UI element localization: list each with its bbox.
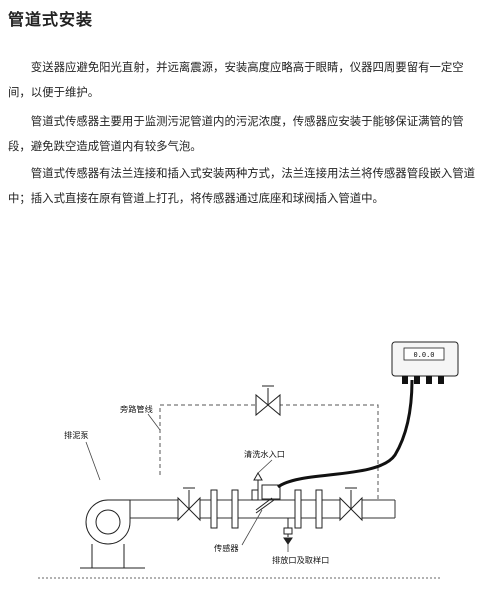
installation-diagram: 0.0.0 旁路管线 排泥泵 清洗水入口 传感器 排放口及取样口: [38, 341, 459, 579]
drain-port-icon: [283, 518, 293, 545]
paragraph-transmitter-placement: 变送器应避免阳光直射，并远离震源，安装高度应略高于眼睛，仪器四周要留有一定空间，…: [8, 60, 464, 99]
pump-icon: [80, 499, 145, 569]
label-bypass: 旁路管线: [120, 404, 153, 414]
cleaning-inlet-icon: [253, 471, 263, 490]
page-title: 管道式安装: [8, 10, 94, 29]
transmitter-display: 0.0.0: [413, 351, 434, 359]
pipe-flanges: [210, 489, 323, 529]
bypass-valve-icon: [255, 385, 281, 417]
inlet-valve-icon: [177, 487, 201, 522]
paragraph-sensor-purpose: 管道式传感器主要用于监测污泥管道内的污泥浓度，传感器应安装于能够保证满管的管段，…: [8, 114, 464, 153]
label-cleaning-inlet: 清洗水入口: [244, 449, 285, 459]
paragraph-installation-methods: 管道式传感器有法兰连接和插入式安装两种方式，法兰连接用法兰将传感器管段嵌入管道中…: [8, 166, 476, 205]
label-pump: 排泥泵: [64, 430, 89, 440]
sensor-icon: [251, 484, 281, 514]
label-sensor: 传感器: [214, 543, 239, 553]
leader-lines: [85, 413, 289, 552]
sensor-cable: [277, 379, 414, 489]
transmitter-icon: 0.0.0: [391, 341, 459, 384]
label-drain: 排放口及取样口: [272, 555, 329, 565]
outlet-valve-icon: [339, 487, 363, 522]
